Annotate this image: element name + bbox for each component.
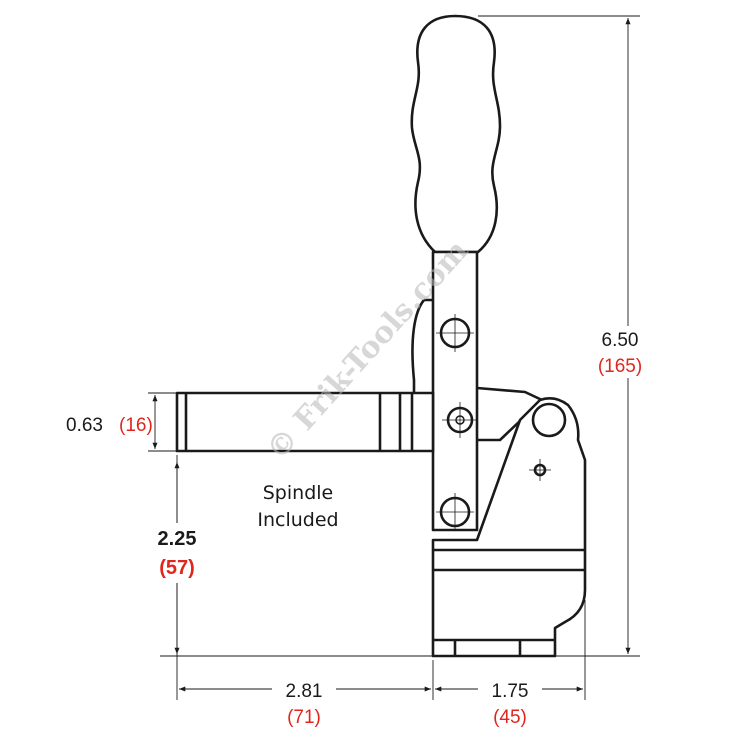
dim-spindle-reach-inch: 2.81 xyxy=(286,681,323,702)
dim-height-mm: (165) xyxy=(598,356,642,377)
dim-base-width-mm: (45) xyxy=(493,707,527,728)
pivot-pin-right xyxy=(531,402,567,438)
dim-height-inch: 6.50 xyxy=(602,330,639,351)
dim-base-width-inch: 1.75 xyxy=(492,681,529,702)
dim-spindle-height-inch: 2.25 xyxy=(158,528,197,550)
dim-spindle-dia-mm: (16) xyxy=(119,415,153,436)
note-included: Included xyxy=(257,509,338,531)
note-spindle: Spindle xyxy=(263,482,333,504)
spindle-arm xyxy=(175,391,435,453)
center-lines xyxy=(436,314,551,531)
dim-spindle-height-mm: (57) xyxy=(159,557,195,579)
handle-bar xyxy=(431,250,479,532)
clamp-body xyxy=(431,397,587,658)
dim-spindle-reach-mm: (71) xyxy=(287,707,321,728)
dim-spindle-dia-inch: 0.63 xyxy=(66,415,103,436)
handle-grip xyxy=(410,14,502,254)
linkage-arm xyxy=(411,298,433,395)
clamp-outline xyxy=(175,14,587,658)
